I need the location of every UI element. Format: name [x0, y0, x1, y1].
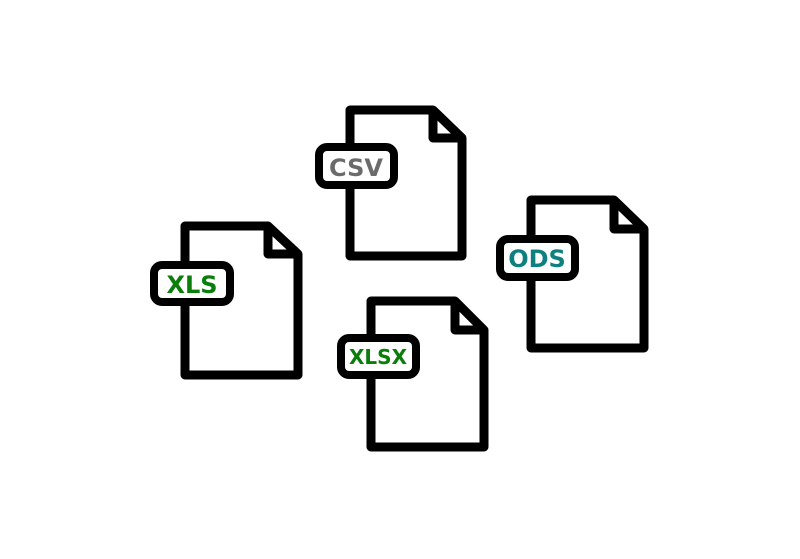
xls-file: XLS [150, 221, 303, 380]
xls-label-box [150, 261, 234, 306]
xlsx-file: XLSX [337, 296, 489, 452]
xlsx-label-box [337, 334, 420, 379]
xls-label: XLS [166, 271, 217, 299]
xlsx-label: XLSX [349, 345, 408, 369]
ods-file-corner-fold [609, 200, 644, 234]
csv-file: CSV [315, 105, 467, 261]
xlsx-file-corner-fold [450, 301, 484, 335]
csv-file-corner-fold [428, 110, 462, 143]
xls-file-corner-fold [263, 226, 298, 259]
ods-label: ODS [508, 245, 566, 273]
ods-label-box [496, 235, 579, 281]
csv-label: CSV [329, 154, 383, 182]
ods-file: ODS [496, 195, 649, 353]
csv-label-box [315, 143, 398, 189]
